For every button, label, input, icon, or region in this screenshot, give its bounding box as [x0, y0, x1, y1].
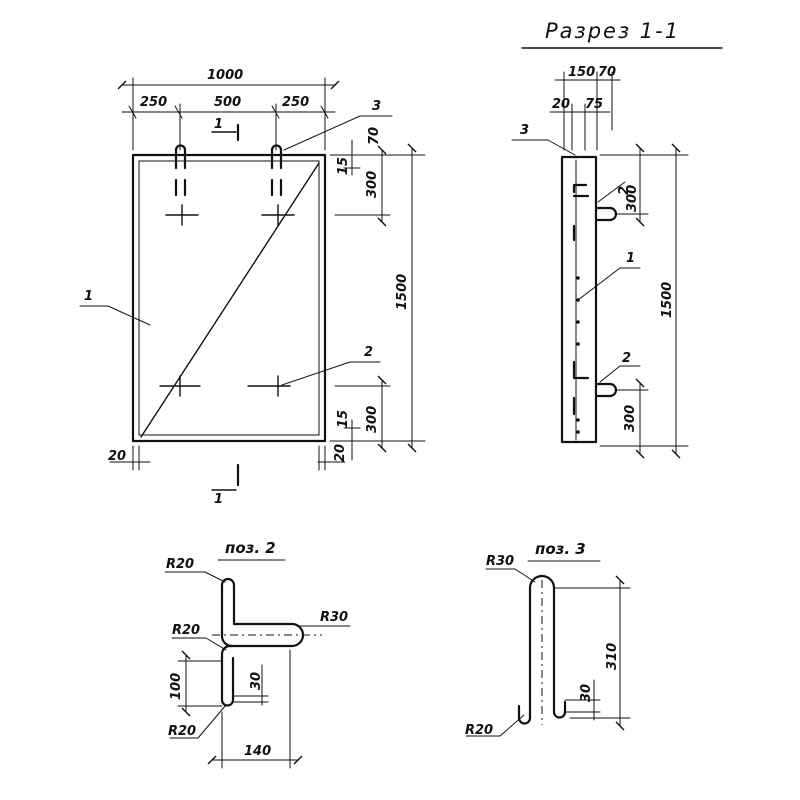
pos2-bar-inner [220, 583, 234, 648]
dim-side-right-label: 20 [333, 444, 348, 462]
dim-top-spacing-label: 300 [365, 171, 380, 198]
pos2-detail: поз. 2 R20 R20 R30 R20 [164, 539, 351, 769]
section-dim-300-top-label: 300 [625, 185, 640, 212]
pos2-r-top: R20 [164, 557, 226, 583]
section-dim-1500-label: 1500 [660, 282, 675, 318]
pos3-dim-30-label: 30 [579, 684, 594, 702]
pos2-dim-140-label: 140 [244, 744, 271, 759]
pos3-r-top: R30 [485, 554, 536, 583]
panel-diagonal [140, 162, 320, 438]
callout-3-section: 3 [511, 123, 576, 156]
dim-total-width-label: 1000 [207, 68, 243, 83]
callout-2-front: 2 [281, 345, 381, 386]
section-mark-bottom: 1 [211, 463, 240, 507]
pos3-r-top-label: R30 [486, 554, 514, 569]
callout-2-section-top-label: 2 [617, 186, 632, 195]
pos2-dim-140: 140 [207, 649, 303, 769]
pos2-r-bend-label: R30 [320, 610, 348, 625]
lifting-loop-right [270, 144, 283, 197]
dim-side-left: 20 [108, 445, 346, 471]
callout-2-front-label: 2 [364, 345, 373, 360]
section-dim-75-label: 75 [585, 97, 603, 112]
pos2-dim-30-label: 30 [249, 672, 264, 690]
pos2-bar [220, 577, 305, 707]
dim-spacing-row: 250 500 250 [121, 95, 336, 151]
pos3-dim-30: 30 [564, 679, 601, 721]
pos3-detail: поз. 3 R30 R20 310 30 [465, 540, 631, 738]
pos3-r-bottom: R20 [465, 714, 525, 738]
section-dims-top: 150 70 20 75 [549, 65, 621, 151]
dim-side-left-label: 20 [108, 449, 126, 464]
panel-outline [131, 153, 327, 443]
pos3-hook-left [517, 704, 532, 725]
pos3-r-bottom-label: R20 [465, 723, 493, 738]
section-mark-top-label: 1 [214, 117, 223, 132]
pos2-r-bottom-label: R20 [168, 724, 196, 739]
section-title-group: Разрез 1-1 [521, 19, 723, 49]
pos2-r-bend: R30 [299, 610, 351, 627]
pos2-dim-100-label: 100 [169, 673, 184, 700]
section-mark-bottom-label: 1 [214, 492, 223, 507]
dim-bottom-cover-label: 15 [336, 410, 351, 428]
dim-left-label: 250 [140, 95, 167, 110]
section-dim-300-bottom-label: 300 [623, 405, 638, 432]
pos3-dim-310: 310 [554, 575, 631, 731]
pos2-title: поз. 2 [225, 539, 276, 557]
callout-1-front-label: 1 [84, 289, 93, 304]
section-dim-70-label: 70 [598, 65, 616, 80]
callout-1-section-label: 1 [626, 251, 635, 266]
section-outline [560, 155, 598, 444]
pos2-r-mid-label: R20 [172, 623, 200, 638]
callout-1-front: 1 [79, 289, 151, 326]
pos2-r-top-label: R20 [166, 557, 194, 572]
dim-top-offset-label: 70 [367, 127, 382, 145]
callout-3-section-label: 3 [520, 123, 529, 138]
pos3-title: поз. 3 [535, 540, 586, 558]
callout-3-front: 3 [283, 99, 393, 151]
callout-2-section-top: 2 [597, 181, 632, 203]
pos2-r-mid: R20 [171, 623, 227, 651]
section-dims-right: 300 1500 300 [599, 143, 689, 459]
dim-right-label: 250 [282, 95, 309, 110]
lifting-loop-left [174, 144, 187, 197]
pos3-bar [528, 574, 567, 720]
pos2-r-bottom: R20 [168, 704, 227, 739]
dim-top-cover-label: 15 [336, 157, 351, 175]
dim-right-vertical: 70 15 300 1500 300 15 20 [329, 127, 426, 462]
pos3-dim-310-label: 310 [605, 643, 620, 670]
front-view: 1000 250 500 250 1 1 [79, 68, 426, 507]
dim-bottom-spacing-label: 300 [365, 406, 380, 433]
section-dim-20-label: 20 [552, 97, 570, 112]
section-mark-top: 1 [211, 117, 240, 142]
section-rebar-dots [576, 276, 580, 434]
dim-height-label: 1500 [395, 274, 410, 310]
insert-marks [159, 204, 295, 397]
callout-2-section-bottom-label: 2 [622, 351, 631, 366]
section-view: 150 70 20 75 3 2 1 2 [511, 65, 689, 459]
panel-inner-outline [138, 160, 320, 436]
section-dim-150-label: 150 [568, 65, 595, 80]
dim-total-width: 1000 [117, 68, 340, 151]
pos2-dim-30: 30 [232, 664, 269, 706]
dim-middle-label: 500 [214, 95, 241, 110]
section-title: Разрез 1-1 [545, 19, 680, 43]
callout-1-section: 1 [577, 251, 641, 301]
pos2-dim-100: 100 [169, 650, 223, 717]
callout-2-section-bottom: 2 [599, 351, 641, 383]
callout-3-front-label: 3 [372, 99, 381, 114]
